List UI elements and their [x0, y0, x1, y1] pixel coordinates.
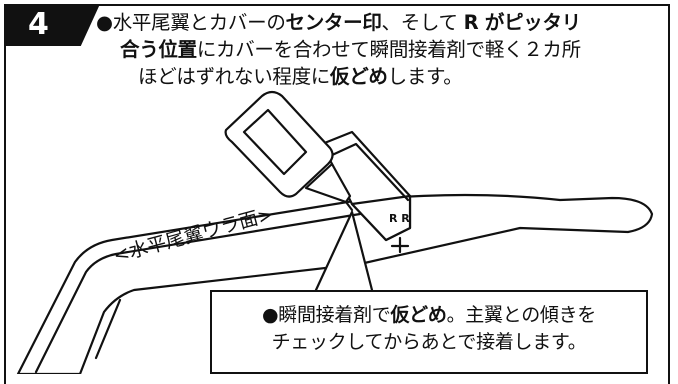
bullet-icon: ● — [96, 11, 113, 34]
instruction-text: 水平尾翼とカバーの — [112, 11, 286, 34]
callout-text: 瞬間接着剤で — [278, 304, 391, 326]
instruction-emphasis: 合う位置 — [120, 38, 197, 61]
tailplane-inner-edge — [34, 212, 362, 374]
step-instruction: ●水平尾翼とカバーのセンター印、そして R がピッタリ 合う位置にカバーを合わせ… — [96, 9, 661, 90]
instruction-line-1: ●水平尾翼とカバーのセンター印、そして R がピッタリ — [96, 9, 661, 36]
tailplane-illustration: R R — [16, 90, 654, 374]
instruction-text: します。 — [387, 65, 463, 88]
manual-page: 4 ●水平尾翼とカバーのセンター印、そして R がピッタリ 合う位置にカバーを合… — [4, 4, 670, 384]
instruction-emphasis: センター印 — [285, 11, 382, 34]
instruction-text: 、そして — [381, 11, 464, 34]
instruction-text: にカバーを合わせて瞬間接着剤で軽く２カ所 — [196, 38, 581, 61]
glue-bottle-label — [242, 108, 308, 176]
tailplane-wing — [16, 193, 654, 374]
callout-line-2: チェックしてからあとで接着します。 — [271, 331, 587, 353]
bullet-icon: ● — [261, 304, 279, 326]
instruction-line-3: ほどはずれない程度に仮どめします。 — [96, 63, 661, 90]
callout-pointer — [314, 210, 374, 292]
cover-mark: R R — [389, 212, 410, 225]
cover-front — [350, 194, 412, 242]
callout-line-1: ●瞬間接着剤で仮どめ。主翼との傾きを — [212, 302, 646, 329]
glue-nozzle — [304, 162, 352, 204]
callout-box: ●瞬間接着剤で仮どめ。主翼との傾きを チェックしてからあとで接着します。 — [210, 290, 648, 374]
instruction-emphasis: 仮どめ — [330, 65, 388, 88]
instruction-emphasis: R がピッタリ — [463, 11, 582, 34]
instruction-line-2: 合う位置にカバーを合わせて瞬間接着剤で軽く２カ所 — [96, 36, 661, 63]
callout-text: 。主翼との傾きを — [446, 304, 597, 326]
step-number-badge: 4 — [4, 4, 100, 46]
instruction-text: ほどはずれない程度に — [138, 65, 331, 88]
callout-emphasis: 仮どめ — [390, 304, 447, 326]
